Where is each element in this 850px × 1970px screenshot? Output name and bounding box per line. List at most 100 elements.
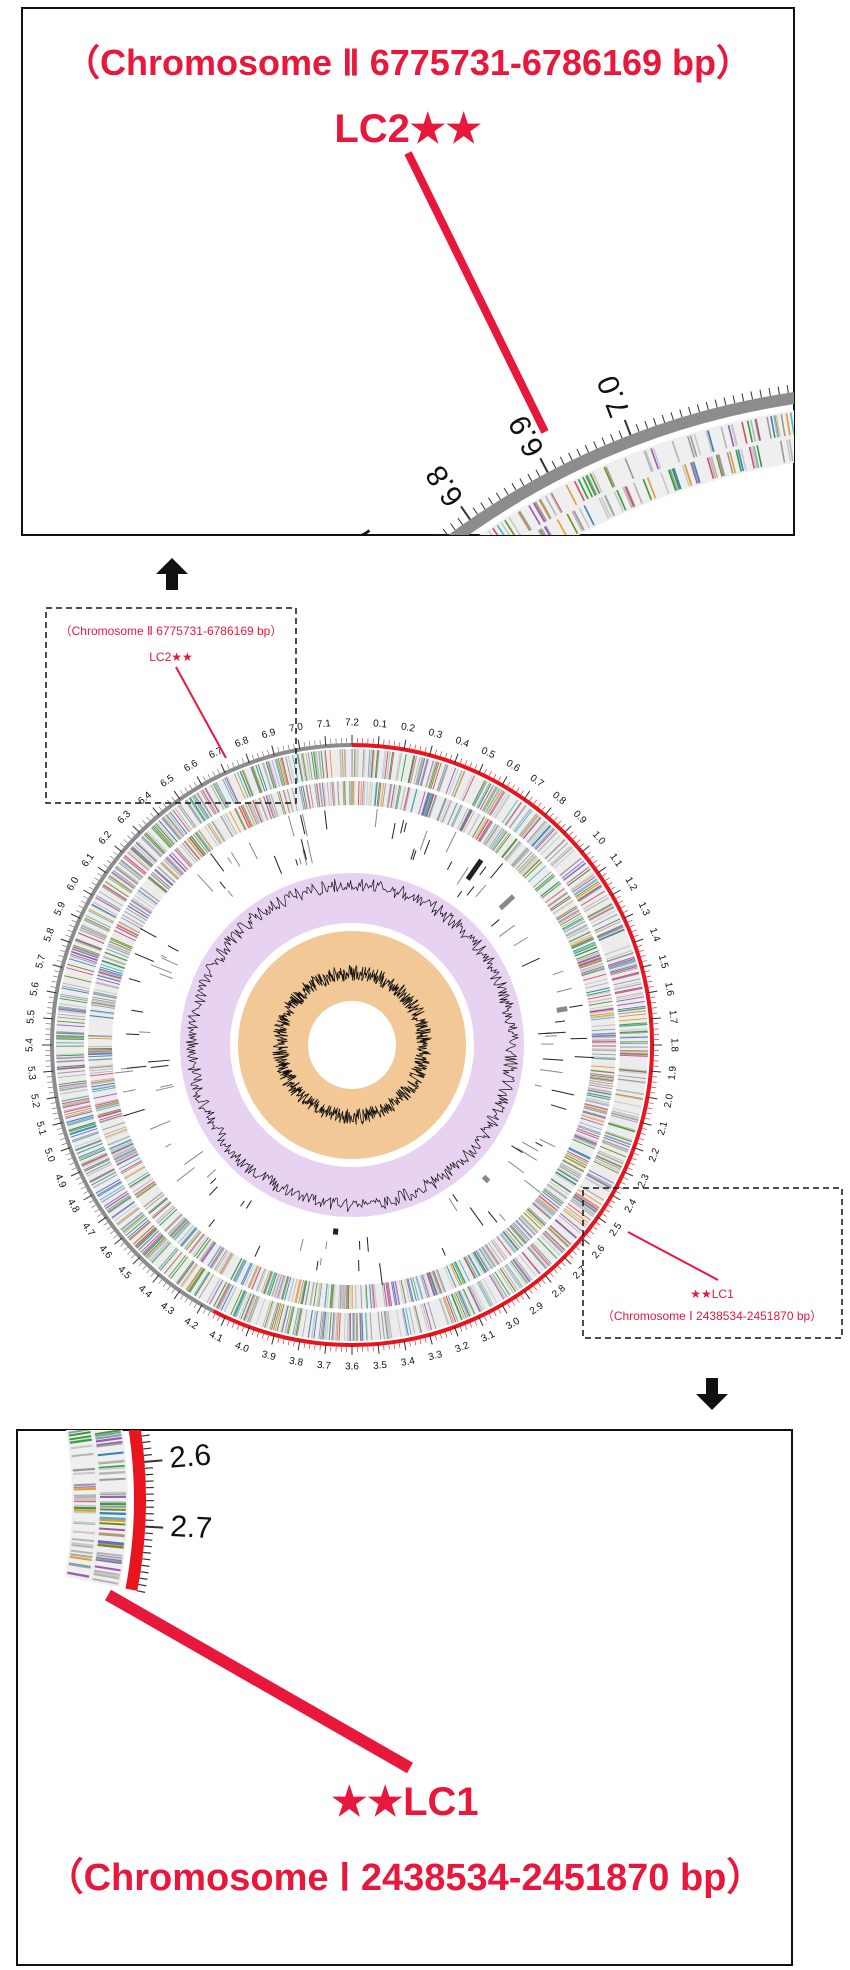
top-minor-tick	[488, 497, 494, 505]
feature-mark	[134, 1226, 156, 1247]
feature-mark	[571, 1197, 596, 1215]
feature-mark	[613, 978, 641, 986]
bottom-minor-tick	[96, 1284, 103, 1288]
minor-tick	[631, 1157, 637, 1161]
feature-mark	[107, 945, 130, 956]
feature-mark	[206, 823, 221, 845]
top-feature-mark	[432, 607, 446, 624]
feature-mark	[521, 1251, 540, 1275]
tick-label: 3.6	[345, 1362, 359, 1373]
feature-mark	[526, 820, 546, 843]
feature-mark	[132, 846, 154, 866]
minor-tick	[618, 1186, 624, 1190]
feature-mark	[59, 1083, 87, 1089]
minor-tick	[162, 802, 167, 808]
feature-mark	[97, 974, 121, 983]
sparse-mark	[569, 1004, 583, 1008]
feature-mark	[335, 1312, 339, 1341]
minor-tick	[623, 1177, 629, 1180]
feature-mark	[430, 1271, 440, 1295]
feature-mark	[145, 1236, 166, 1258]
top-feature-mark	[354, 647, 370, 662]
minor-tick	[610, 1200, 616, 1204]
feature-mark	[617, 1079, 646, 1084]
bottom-feature-mark	[79, 1359, 104, 1367]
top-minor-tick	[450, 523, 456, 531]
feature-mark	[534, 828, 555, 850]
bottom-feature-mark	[59, 1385, 80, 1391]
bottom-minor-tick	[28, 1181, 34, 1186]
sparse-mark	[457, 890, 463, 898]
top-minor-tick	[824, 380, 825, 388]
feature-mark	[196, 792, 212, 818]
top-feature-mark	[388, 612, 403, 628]
bottom-feature-mark	[73, 1483, 96, 1487]
feature-mark	[240, 1262, 252, 1285]
feature-mark	[187, 1268, 205, 1292]
feature-mark	[91, 904, 117, 919]
feature-mark	[467, 1286, 481, 1312]
feature-mark	[396, 785, 402, 810]
bottom-feature-mark	[64, 1404, 85, 1409]
bottom-feature-mark	[99, 1477, 126, 1482]
sparse-mark	[523, 1179, 541, 1194]
top-locus-label: LC2★★	[334, 107, 481, 151]
top-feature-mark	[262, 825, 282, 835]
minor-tick	[282, 745, 285, 751]
feature-mark	[192, 795, 208, 820]
feature-mark	[384, 751, 389, 780]
bottom-feature-mark	[40, 1328, 60, 1337]
major-tick	[501, 1304, 508, 1314]
bottom-feature-mark	[69, 1438, 92, 1444]
top-feature-mark	[391, 610, 406, 626]
feature-mark	[385, 1282, 390, 1307]
top-minor-tick	[527, 473, 533, 482]
tick-label: 4.9	[52, 1173, 68, 1191]
minor-tick	[596, 864, 601, 868]
top-minor-tick	[768, 387, 771, 397]
feature-mark	[394, 1280, 401, 1305]
feature-mark	[176, 847, 193, 866]
bottom-feature-mark	[13, 1225, 34, 1241]
feature-mark	[135, 1182, 156, 1197]
feature-mark	[158, 1247, 178, 1270]
feature-mark	[436, 1269, 447, 1293]
feature-mark	[512, 808, 531, 832]
feature-mark	[515, 1219, 533, 1239]
feature-mark	[608, 1121, 636, 1131]
feature-mark	[595, 920, 622, 934]
sparse-mark	[490, 919, 500, 927]
feature-mark	[453, 1262, 465, 1285]
minor-tick	[308, 740, 311, 746]
feature-mark	[619, 1036, 648, 1039]
feature-mark	[589, 1077, 614, 1082]
tick-label: 3.0	[504, 1316, 522, 1333]
feature-mark	[547, 842, 569, 863]
major-tick	[152, 1274, 160, 1283]
feature-mark	[619, 1032, 648, 1035]
feature-mark	[225, 776, 239, 803]
bottom-feature-mark	[8, 1267, 26, 1279]
feature-mark	[343, 749, 346, 778]
feature-mark	[609, 964, 638, 973]
feature-mark	[430, 761, 440, 789]
feature-mark	[331, 1284, 335, 1309]
top-minor-tick	[298, 669, 304, 674]
feature-mark	[377, 1311, 382, 1340]
top-feature-mark	[707, 430, 715, 452]
feature-mark	[598, 1150, 625, 1163]
feature-mark	[101, 1187, 126, 1203]
feature-mark	[591, 1033, 616, 1036]
feature-mark	[590, 1070, 615, 1074]
feature-mark	[179, 1226, 197, 1246]
bottom-feature-mark	[41, 1269, 63, 1282]
top-feature-mark	[492, 527, 499, 535]
minor-tick	[651, 1086, 657, 1089]
tick-label: 6.8	[234, 735, 251, 750]
feature-mark	[574, 1134, 598, 1144]
bottom-feature-mark	[48, 1282, 71, 1294]
feature-mark	[489, 1274, 505, 1300]
sparse-mark	[139, 1031, 151, 1034]
feature-mark	[505, 842, 522, 862]
feature-mark	[108, 1197, 132, 1214]
